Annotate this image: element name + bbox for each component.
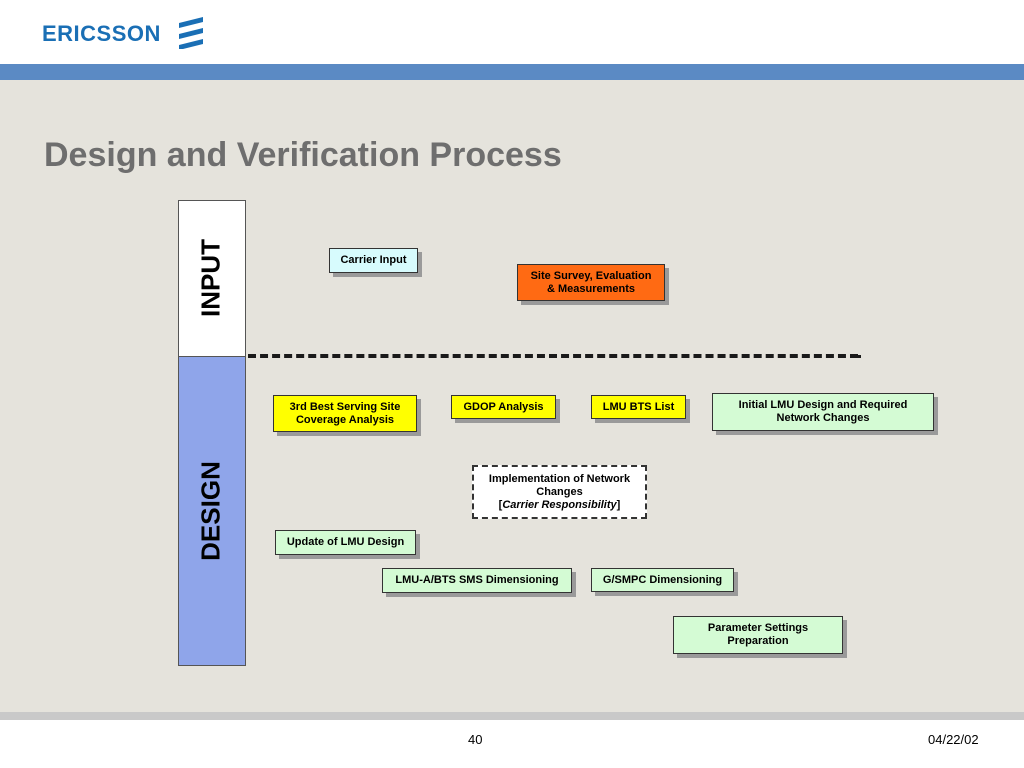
carrier-input-label: Carrier Input <box>340 254 407 266</box>
initial-lmu-design-box: Initial LMU Design and Required Network … <box>712 393 934 431</box>
phase-input-band <box>178 200 246 357</box>
ericsson-logo-icon <box>179 17 203 49</box>
site-survey-label-line1: Site Survey, Evaluation <box>530 269 652 282</box>
best-serving-label-line1: 3rd Best Serving Site <box>289 400 401 413</box>
gdop-analysis-label: GDOP Analysis <box>463 400 544 413</box>
update-lmu-label: Update of LMU Design <box>286 536 405 548</box>
site-survey-box: Site Survey, Evaluation & Measurements <box>517 264 665 301</box>
initial-lmu-label-line1: Initial LMU Design and Required <box>738 399 908 411</box>
slide-header: ERICSSON <box>0 0 1024 64</box>
lmu-a-bts-sms-dimensioning-box: LMU-A/BTS SMS Dimensioning <box>382 568 572 593</box>
phase-divider-line <box>248 354 858 358</box>
parameter-label-line1: Parameter Settings <box>707 622 809 634</box>
implementation-label-line1: Implementation of Network <box>488 472 631 485</box>
footer-accent-bar <box>0 712 1024 720</box>
open-bracket: [ <box>498 498 503 511</box>
gdop-analysis-box: GDOP Analysis <box>451 395 556 419</box>
parameter-label-line2: Preparation <box>727 635 789 647</box>
carrier-responsibility-note: Carrier Responsibility <box>502 498 617 511</box>
carrier-input-box: Carrier Input <box>329 248 418 273</box>
lmu-bts-list-box: LMU BTS List <box>591 395 686 419</box>
close-bracket: ] <box>616 498 621 511</box>
slide-date: 04/22/02 <box>928 732 979 747</box>
phase-input-label: INPUT <box>195 239 226 317</box>
ericsson-logo-text: ERICSSON <box>42 21 161 46</box>
implementation-label-line3: [Carrier Responsibility] <box>499 499 621 512</box>
header-accent-bar <box>0 64 1024 80</box>
phase-design-label: DESIGN <box>195 461 226 561</box>
implementation-label-line2: Changes <box>536 485 583 498</box>
update-lmu-design-box: Update of LMU Design <box>275 530 416 555</box>
slide-title: Design and Verification Process <box>44 136 562 174</box>
initial-lmu-label-line2: Network Changes <box>776 412 870 424</box>
parameter-settings-box: Parameter Settings Preparation <box>673 616 843 654</box>
g-smpc-label: G/SMPC Dimensioning <box>602 573 723 586</box>
phase-design-band <box>178 356 246 666</box>
lmu-bts-list-label: LMU BTS List <box>602 400 675 413</box>
implementation-network-changes-box: Implementation of Network Changes [Carri… <box>472 465 647 519</box>
lmu-a-bts-label: LMU-A/BTS SMS Dimensioning <box>395 574 559 586</box>
best-serving-label-line2: Coverage Analysis <box>295 413 395 426</box>
slide-footer <box>0 720 1024 768</box>
page-number: 40 <box>468 732 483 747</box>
site-survey-label-line2: & Measurements <box>546 282 636 295</box>
g-smpc-dimensioning-box: G/SMPC Dimensioning <box>591 568 734 592</box>
phase-divider-end <box>858 355 861 358</box>
best-serving-site-box: 3rd Best Serving Site Coverage Analysis <box>273 395 417 432</box>
